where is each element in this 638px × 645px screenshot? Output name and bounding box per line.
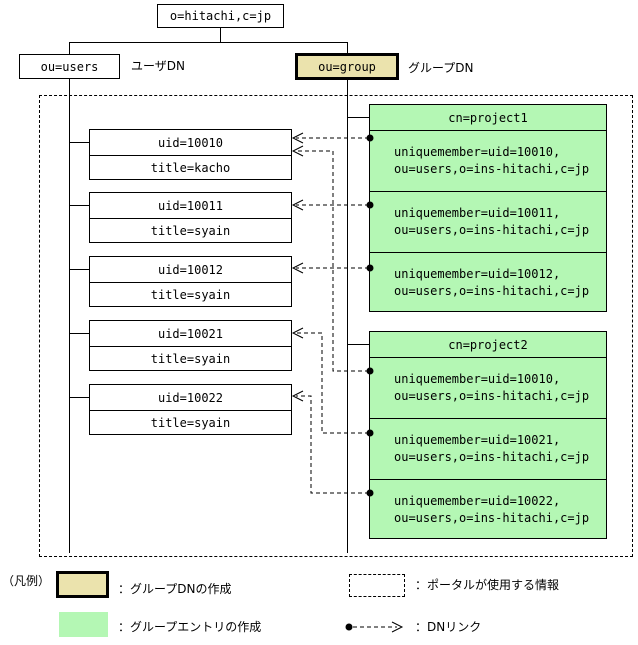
user-title: title=kacho <box>150 161 231 175</box>
unique-member: uniquemember=uid=10010, ou=users,o=ins-h… <box>370 358 606 419</box>
users-connector <box>69 42 70 54</box>
user-uid: uid=10021 <box>90 321 291 347</box>
users-ou-node: ou=users <box>19 54 120 79</box>
member-uid-line: uniquemember=uid=10021, <box>394 433 561 447</box>
user-uid: uid=10011 <box>90 193 291 219</box>
unique-member: uniquemember=uid=10021, ou=users,o=ins-h… <box>370 419 606 480</box>
user-branch <box>69 142 89 143</box>
group-ou-caption: グループDN <box>408 61 474 75</box>
project-branch <box>347 117 369 118</box>
legend-group-entry-label: ：グループエントリの作成 <box>118 620 262 634</box>
users-ou-label: ou=users <box>40 59 99 74</box>
user-entry: uid=10021 title=syain <box>89 320 292 371</box>
legend-portal-label: ：ポータルが使用する情報 <box>415 578 560 592</box>
member-dn-line: ou=users,o=ins-hitachi,c=jp <box>394 450 590 464</box>
member-dn-line: ou=users,o=ins-hitachi,c=jp <box>394 283 590 298</box>
root-label: o=hitachi,c=jp <box>169 9 272 23</box>
user-uid: uid=10022 <box>90 385 291 411</box>
user-branch <box>69 269 89 270</box>
legend-group-dn-swatch <box>56 571 109 598</box>
user-entry: uid=10022 title=syain <box>89 384 292 435</box>
user-title: title=syain <box>150 224 231 238</box>
unique-member: uniquemember=uid=10022, ou=users,o=ins-h… <box>370 480 606 539</box>
group-entry-cn: cn=project1 <box>370 105 606 131</box>
legend-dn-link-label: ：DNリンク <box>415 620 482 634</box>
root-stem <box>220 28 221 42</box>
user-branch <box>69 205 89 206</box>
user-branch <box>69 333 89 334</box>
member-uid-line: uniquemember=uid=10010, <box>394 145 561 159</box>
legend-dn-link-symbol <box>345 621 404 633</box>
user-uid: uid=10012 <box>90 257 291 283</box>
users-trunk <box>69 79 70 553</box>
unique-member: uniquemember=uid=10012, ou=users,o=ins-h… <box>370 253 606 312</box>
group-ou-node: ou=group <box>295 53 399 80</box>
member-dn-line: ou=users,o=ins-hitachi,c=jp <box>394 510 590 525</box>
user-uid: uid=10010 <box>90 130 291 156</box>
member-dn-line: ou=users,o=ins-hitachi,c=jp <box>394 223 590 237</box>
portal-info-region <box>39 95 633 557</box>
user-title: title=syain <box>150 352 231 366</box>
user-entry: uid=10012 title=syain <box>89 256 292 307</box>
member-dn-line: ou=users,o=ins-hitachi,c=jp <box>394 389 590 403</box>
user-title: title=syain <box>150 288 231 302</box>
legend-group-dn-label: ：グループDNの作成 <box>118 582 232 596</box>
group-entry-project2: cn=project2 uniquemember=uid=10010, ou=u… <box>369 331 607 539</box>
unique-member: uniquemember=uid=10010, ou=users,o=ins-h… <box>370 131 606 192</box>
group-entry-project1: cn=project1 uniquemember=uid=10010, ou=u… <box>369 104 607 312</box>
legend-group-entry-swatch <box>59 612 108 637</box>
group-entry-cn: cn=project2 <box>370 332 606 358</box>
unique-member: uniquemember=uid=10011, ou=users,o=ins-h… <box>370 192 606 253</box>
root-branch <box>69 42 348 43</box>
legend-title: （凡例） <box>2 574 51 588</box>
member-uid-line: uniquemember=uid=10012, <box>394 266 561 281</box>
users-ou-caption: ユーザDN <box>131 59 185 73</box>
member-uid-line: uniquemember=uid=10010, <box>394 372 561 386</box>
root-node: o=hitachi,c=jp <box>157 4 284 28</box>
member-uid-line: uniquemember=uid=10022, <box>394 493 561 508</box>
member-dn-line: ou=users,o=ins-hitachi,c=jp <box>394 162 590 176</box>
user-entry: uid=10010 title=kacho <box>89 129 292 180</box>
user-branch <box>69 397 89 398</box>
user-entry: uid=10011 title=syain <box>89 192 292 243</box>
member-uid-line: uniquemember=uid=10011, <box>394 206 561 220</box>
group-ou-label: ou=group <box>318 59 376 74</box>
user-title: title=syain <box>150 416 231 430</box>
legend-portal-swatch <box>349 574 405 597</box>
group-connector <box>347 42 348 54</box>
